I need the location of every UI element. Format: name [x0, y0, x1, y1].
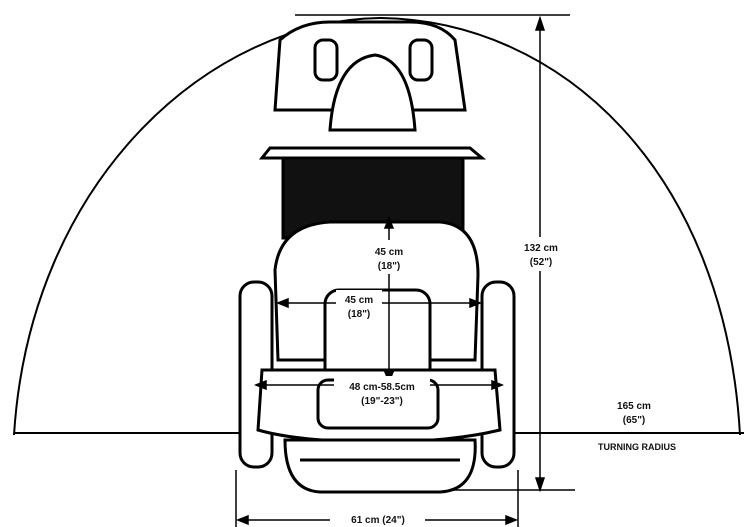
- overall-width-label: 61 cm (24"): [351, 515, 405, 526]
- seat-width-imperial: (18"): [348, 309, 371, 320]
- turning-radius-imperial: (65"): [623, 415, 646, 426]
- seat-width-label: 45 cm: [345, 295, 373, 306]
- turning-radius-caption: TURNING RADIUS: [598, 442, 676, 452]
- seat-range-imperial: (19"-23"): [361, 396, 403, 407]
- turning-radius-value: 165 cm: [617, 401, 651, 412]
- seat-depth-imperial: (18"): [378, 261, 401, 272]
- seat-range-label: 48 cm-58.5cm: [349, 382, 415, 393]
- overall-length-label: 132 cm: [524, 243, 558, 254]
- width-dimension-line: [235, 470, 519, 527]
- turning-radius-arc: [13, 16, 741, 436]
- overall-length-imperial: (52"): [530, 257, 553, 268]
- seat-depth-label: 45 cm: [375, 247, 403, 258]
